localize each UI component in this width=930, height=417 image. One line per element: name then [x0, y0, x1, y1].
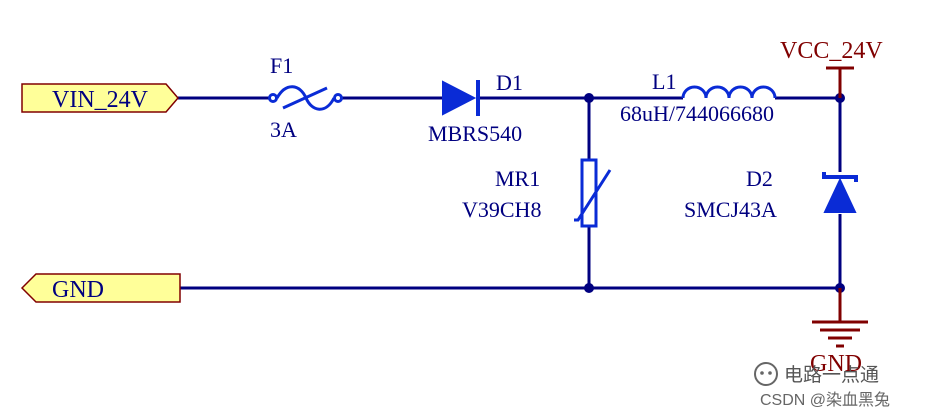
fuse-terminal [268, 93, 278, 103]
inductor-designator: L1 [652, 69, 676, 94]
tvs-triangle-icon [823, 177, 857, 213]
port-vin-label: VIN_24V [52, 87, 149, 113]
varistor-value: V39CH8 [462, 197, 541, 222]
varistor-mr1[interactable]: MR1 V39CH8 [462, 158, 612, 228]
inductor-l1[interactable]: L1 68uH/744066680 [620, 69, 777, 126]
watermark: 电路一点通 CSDN @染血黑兔 [754, 362, 890, 409]
junction-dot [584, 93, 594, 103]
varistor-designator: MR1 [495, 166, 540, 191]
wechat-icon-eye [760, 371, 764, 375]
power-ground-symbol[interactable]: GND [810, 288, 868, 377]
wechat-icon [754, 362, 778, 386]
fuse-slash [282, 86, 328, 110]
watermark-credit: CSDN @染血黑兔 [760, 391, 890, 409]
tvs-designator: D2 [746, 166, 773, 191]
port-gnd-label: GND [52, 277, 104, 303]
tvs-cathode-bar [822, 172, 858, 182]
varistor-slash [574, 169, 612, 222]
watermark-title: 电路一点通 [784, 364, 879, 386]
wechat-icon-eye [768, 371, 772, 375]
tvs-value: SMCJ43A [684, 197, 777, 222]
junction-dot [584, 283, 594, 293]
wires [178, 96, 842, 290]
fuse-value: 3A [270, 117, 297, 142]
port-gnd[interactable]: GND [20, 273, 181, 303]
junctions [584, 93, 845, 293]
port-arrow-shape [21, 83, 179, 113]
inductor-coil-icon [681, 85, 777, 99]
vcc-label: VCC_24V [780, 38, 883, 64]
fuse-terminal [333, 93, 343, 103]
diode-value: MBRS540 [428, 121, 522, 146]
tvs-diode-d2[interactable]: D2 SMCJ43A [684, 166, 858, 222]
diode-designator: D1 [496, 70, 523, 95]
diode-d1[interactable]: D1 MBRS540 [428, 70, 523, 146]
port-vin-24v[interactable]: VIN_24V [21, 83, 179, 113]
ground-label: GND [810, 351, 862, 377]
diode-triangle-icon [442, 80, 477, 116]
inductor-value: 68uH/744066680 [620, 101, 774, 126]
fuse-designator: F1 [270, 53, 293, 78]
port-arrow-shape [20, 273, 181, 303]
power-port-vcc-24v[interactable]: VCC_24V [780, 38, 883, 98]
fuse-f1[interactable]: F1 3A [268, 53, 343, 142]
